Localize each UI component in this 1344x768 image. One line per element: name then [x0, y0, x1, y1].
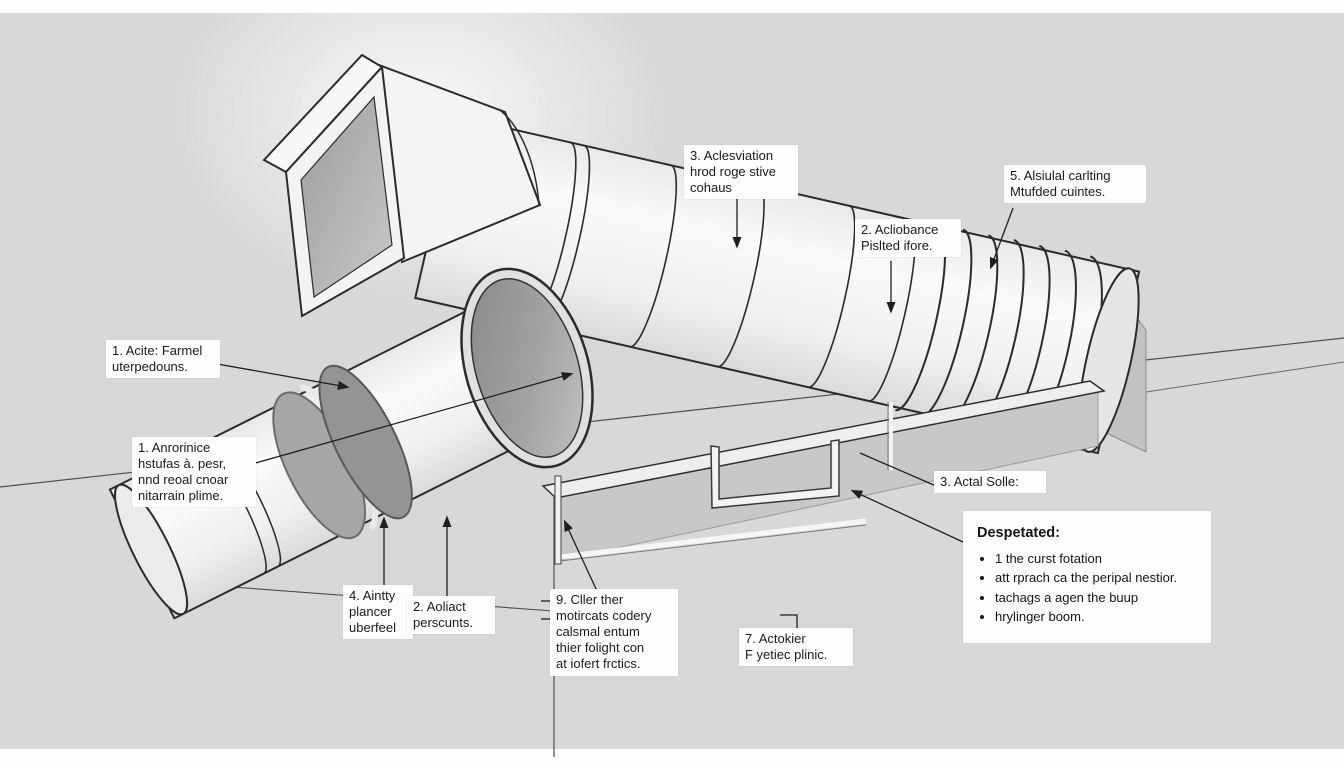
callout-aintty: 4. Aintty plancer uberfeel — [343, 585, 413, 640]
beam — [541, 380, 1106, 565]
callout-actal-solle: 3. Actal Solle: — [934, 471, 1046, 494]
hanger-bracket — [710, 439, 840, 509]
duct-opening-disc — [460, 267, 594, 469]
branch-duct-end-cap — [114, 483, 189, 616]
info-box-bullet: hrylinger boom. — [995, 607, 1197, 627]
callout-acliobance: 2. Acliobance Pislted ifore. — [855, 219, 961, 258]
duct-collar — [272, 364, 413, 540]
callout-alsiulal: 5. Alsiulal carlting Mtufded cuintes. — [1004, 165, 1146, 204]
info-box-title: Despetated: — [977, 525, 1060, 541]
callout-farmel: 1. Acite: Farmel uterpedouns. — [106, 340, 220, 379]
callout-actokier: 7. Actokier F yetiec plinic. — [739, 628, 853, 667]
callout-anrorinice: 1. Anrorinice hstufas à. pesr, nnd reoal… — [132, 437, 256, 508]
vent-panel-face — [300, 95, 393, 299]
leader-lines — [205, 197, 1014, 629]
beam-left-post — [554, 475, 562, 565]
callout-aoliact: 2. Aoliact perscunts. — [407, 596, 495, 635]
top-margin — [0, 0, 1344, 13]
info-box-despetated: Despetated: 1 the curst fotation att rpr… — [963, 511, 1211, 643]
info-box-bullet: 1 the curst fotation — [995, 549, 1197, 569]
info-box-bullet: att rprach ca the peripal nestior. — [995, 568, 1197, 588]
callout-aclesviation: 3. Aclesviation hrod roge stive cohaus — [684, 145, 798, 200]
bottom-margin — [0, 749, 1344, 768]
callout-cller: 9. Cller ther motircats codery calsmal e… — [550, 589, 678, 676]
vent-assembly — [262, 53, 542, 318]
info-box-bullet: tachags a agen the buup — [995, 588, 1197, 608]
beam-flange — [541, 380, 1106, 499]
info-box-bullet-list: 1 the curst fotation att rprach ca the p… — [977, 549, 1197, 627]
